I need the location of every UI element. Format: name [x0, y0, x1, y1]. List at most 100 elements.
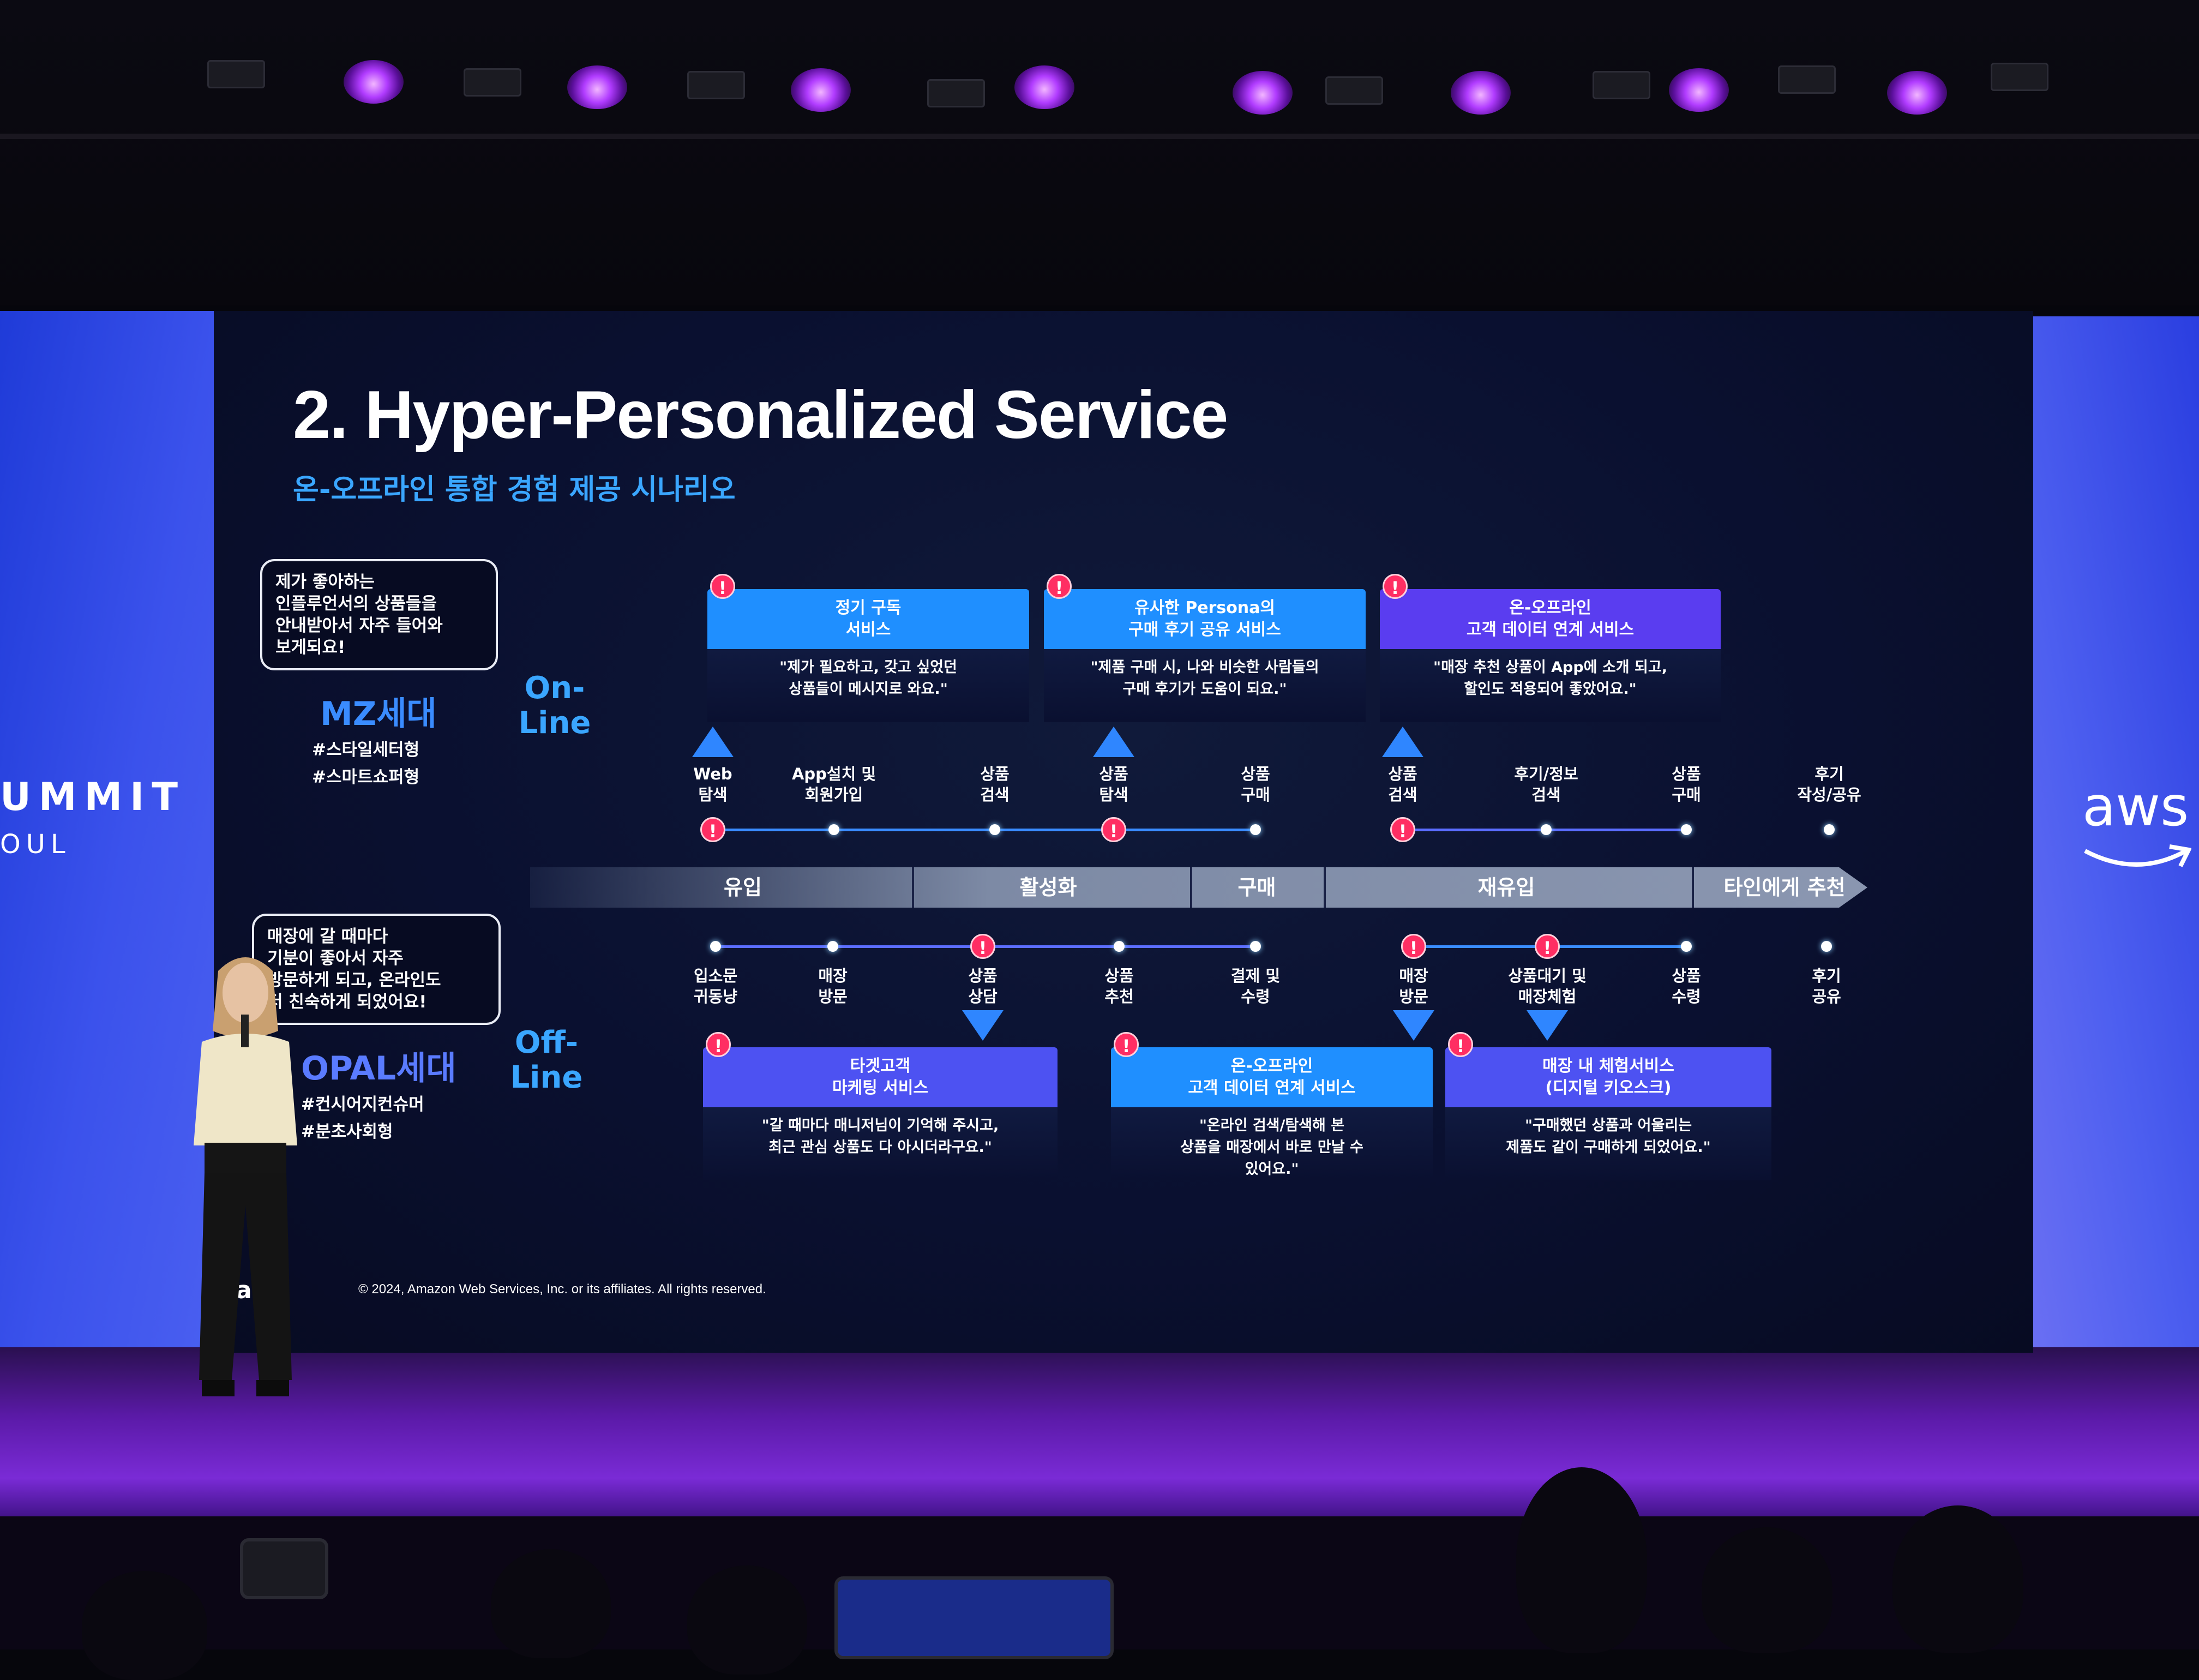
persona-tag: #컨시어지컨슈머 — [301, 1095, 424, 1114]
phase-divider — [1324, 867, 1326, 908]
alert-icon: ! — [1383, 574, 1408, 599]
audience-head — [491, 1549, 611, 1658]
alert-icon: ! — [1448, 1032, 1473, 1057]
step-label-line: 상담 — [968, 987, 998, 1006]
phase-bar-arrowhead — [1839, 867, 1867, 908]
audience-head — [1702, 1527, 1832, 1653]
phase-reinflow: 재유입 — [1477, 875, 1535, 899]
stage-light — [1669, 68, 1729, 112]
card-quote-line: "온라인 검색/탐색해 본 — [1199, 1117, 1345, 1134]
journey-node — [1681, 941, 1692, 952]
light-fixture — [927, 79, 985, 107]
online-label-line: Line — [518, 705, 591, 741]
card-header-line: 고객 데이터 연계 서비스 — [1466, 620, 1635, 639]
step-label-line: 상품 — [1672, 765, 1701, 783]
step-label-line: 상품 — [1099, 765, 1128, 783]
alert-icon: ! — [710, 574, 735, 599]
quote-line: 방문하게 되고, 온라인도 — [267, 970, 441, 990]
online-label-line: On- — [524, 670, 585, 706]
card-quote-line: "갈 때마다 매니저님이 기억해 주시고, — [761, 1117, 999, 1134]
phase-divider — [1692, 867, 1694, 908]
online-label: On- Line — [511, 671, 598, 741]
quote-line: 더 친숙하게 되었어요! — [267, 992, 427, 1012]
card-header-line: 온-오프라인 — [1230, 1057, 1313, 1076]
step-label-line: 구매 — [1672, 785, 1701, 804]
phase-bar — [530, 867, 1839, 908]
card-quote-line: 할인도 적용되어 좋았어요." — [1464, 681, 1637, 698]
light-fixture — [1778, 65, 1836, 94]
card-quote-line: "매장 추천 상품이 App에 소개 되고, — [1433, 659, 1667, 676]
audience-phone — [240, 1538, 328, 1599]
journey-node — [1250, 824, 1261, 835]
step-label-line: 매장체험 — [1518, 987, 1577, 1006]
step-label-line: 검색 — [980, 785, 1010, 804]
projection-screen: 2. Hyper-Personalized Service 온-오프라인 통합 … — [214, 311, 2033, 1353]
card-quote-line: 상품들이 메시지로 와요." — [789, 681, 948, 698]
card-header-line: (디지털 키오스크) — [1545, 1078, 1672, 1097]
offline-card-quote: "갈 때마다 매니저님이 기억해 주시고,최근 관심 상품도 다 아시더라구요.… — [703, 1107, 1058, 1180]
audience-head — [687, 1565, 807, 1675]
card-quote-line: 상품을 매장에서 바로 만날 수 — [1180, 1139, 1363, 1156]
banner-word: OUL — [0, 829, 71, 860]
copyright-text: © 2024, Amazon Web Services, Inc. or its… — [358, 1282, 766, 1297]
alert-icon: ! — [1535, 934, 1560, 959]
step-label-line: 방문 — [818, 987, 848, 1006]
step-label-line: 상품 — [1104, 967, 1134, 985]
step-label-line: 후기/정보 — [1514, 765, 1578, 783]
quote-line: 안내받아서 자주 들어와 — [275, 616, 443, 635]
step-label-line: 매장 — [818, 967, 848, 985]
step-label-line: 공유 — [1812, 987, 1841, 1006]
step-label-line: 상품대기 및 — [1508, 967, 1587, 985]
audience-head — [1892, 1505, 2023, 1653]
card-header-line: 구매 후기 공유 서비스 — [1128, 620, 1281, 639]
step-label-line: 탐색 — [698, 785, 728, 804]
alert-icon: ! — [700, 817, 725, 842]
down-arrow-icon — [1393, 1010, 1434, 1041]
step-label-line: 상품 — [968, 967, 998, 985]
step-label-line: 귀동냥 — [693, 987, 738, 1006]
quote-line: 기분이 좋아서 자주 — [267, 949, 404, 968]
online-card-quote: "매장 추천 상품이 App에 소개 되고, 할인도 적용되어 좋았어요." — [1380, 649, 1721, 722]
offline-label: Off- Line — [503, 1025, 590, 1095]
aws-smile-icon — [2084, 844, 2191, 867]
journey-node — [710, 941, 721, 952]
light-fixture — [207, 60, 265, 88]
mz-quote-bubble: 제가 좋아하는 인플루언서의 상품들을 안내받아서 자주 들어와 보게되요! — [260, 559, 498, 670]
step-label-line: 작성/공유 — [1797, 785, 1861, 804]
persona-tag: #분초사회형 — [301, 1122, 393, 1142]
phase-divider — [1190, 867, 1192, 908]
down-arrow-icon — [962, 1010, 1004, 1041]
alert-icon: ! — [1047, 574, 1072, 599]
card-header-line: 온-오프라인 — [1509, 598, 1591, 617]
journey-node — [1541, 824, 1552, 835]
quote-line: 매장에 갈 때마다 — [267, 927, 388, 946]
step-label-line: 탐색 — [1099, 785, 1128, 804]
alert-icon: ! — [1401, 934, 1426, 959]
step-label-line: 추천 — [1104, 987, 1134, 1006]
presenter — [194, 957, 297, 1396]
card-quote-line: 구매 후기가 도움이 되요." — [1122, 681, 1287, 698]
journey-node — [827, 941, 838, 952]
journey-node — [828, 824, 839, 835]
light-fixture — [687, 71, 745, 99]
stage-light — [567, 65, 627, 109]
step-label-line: Web — [693, 765, 732, 783]
journey-node — [1114, 941, 1125, 952]
up-arrow-icon — [1382, 727, 1423, 757]
phase-purchase: 구매 — [1237, 875, 1276, 899]
phase-divider — [912, 867, 914, 908]
